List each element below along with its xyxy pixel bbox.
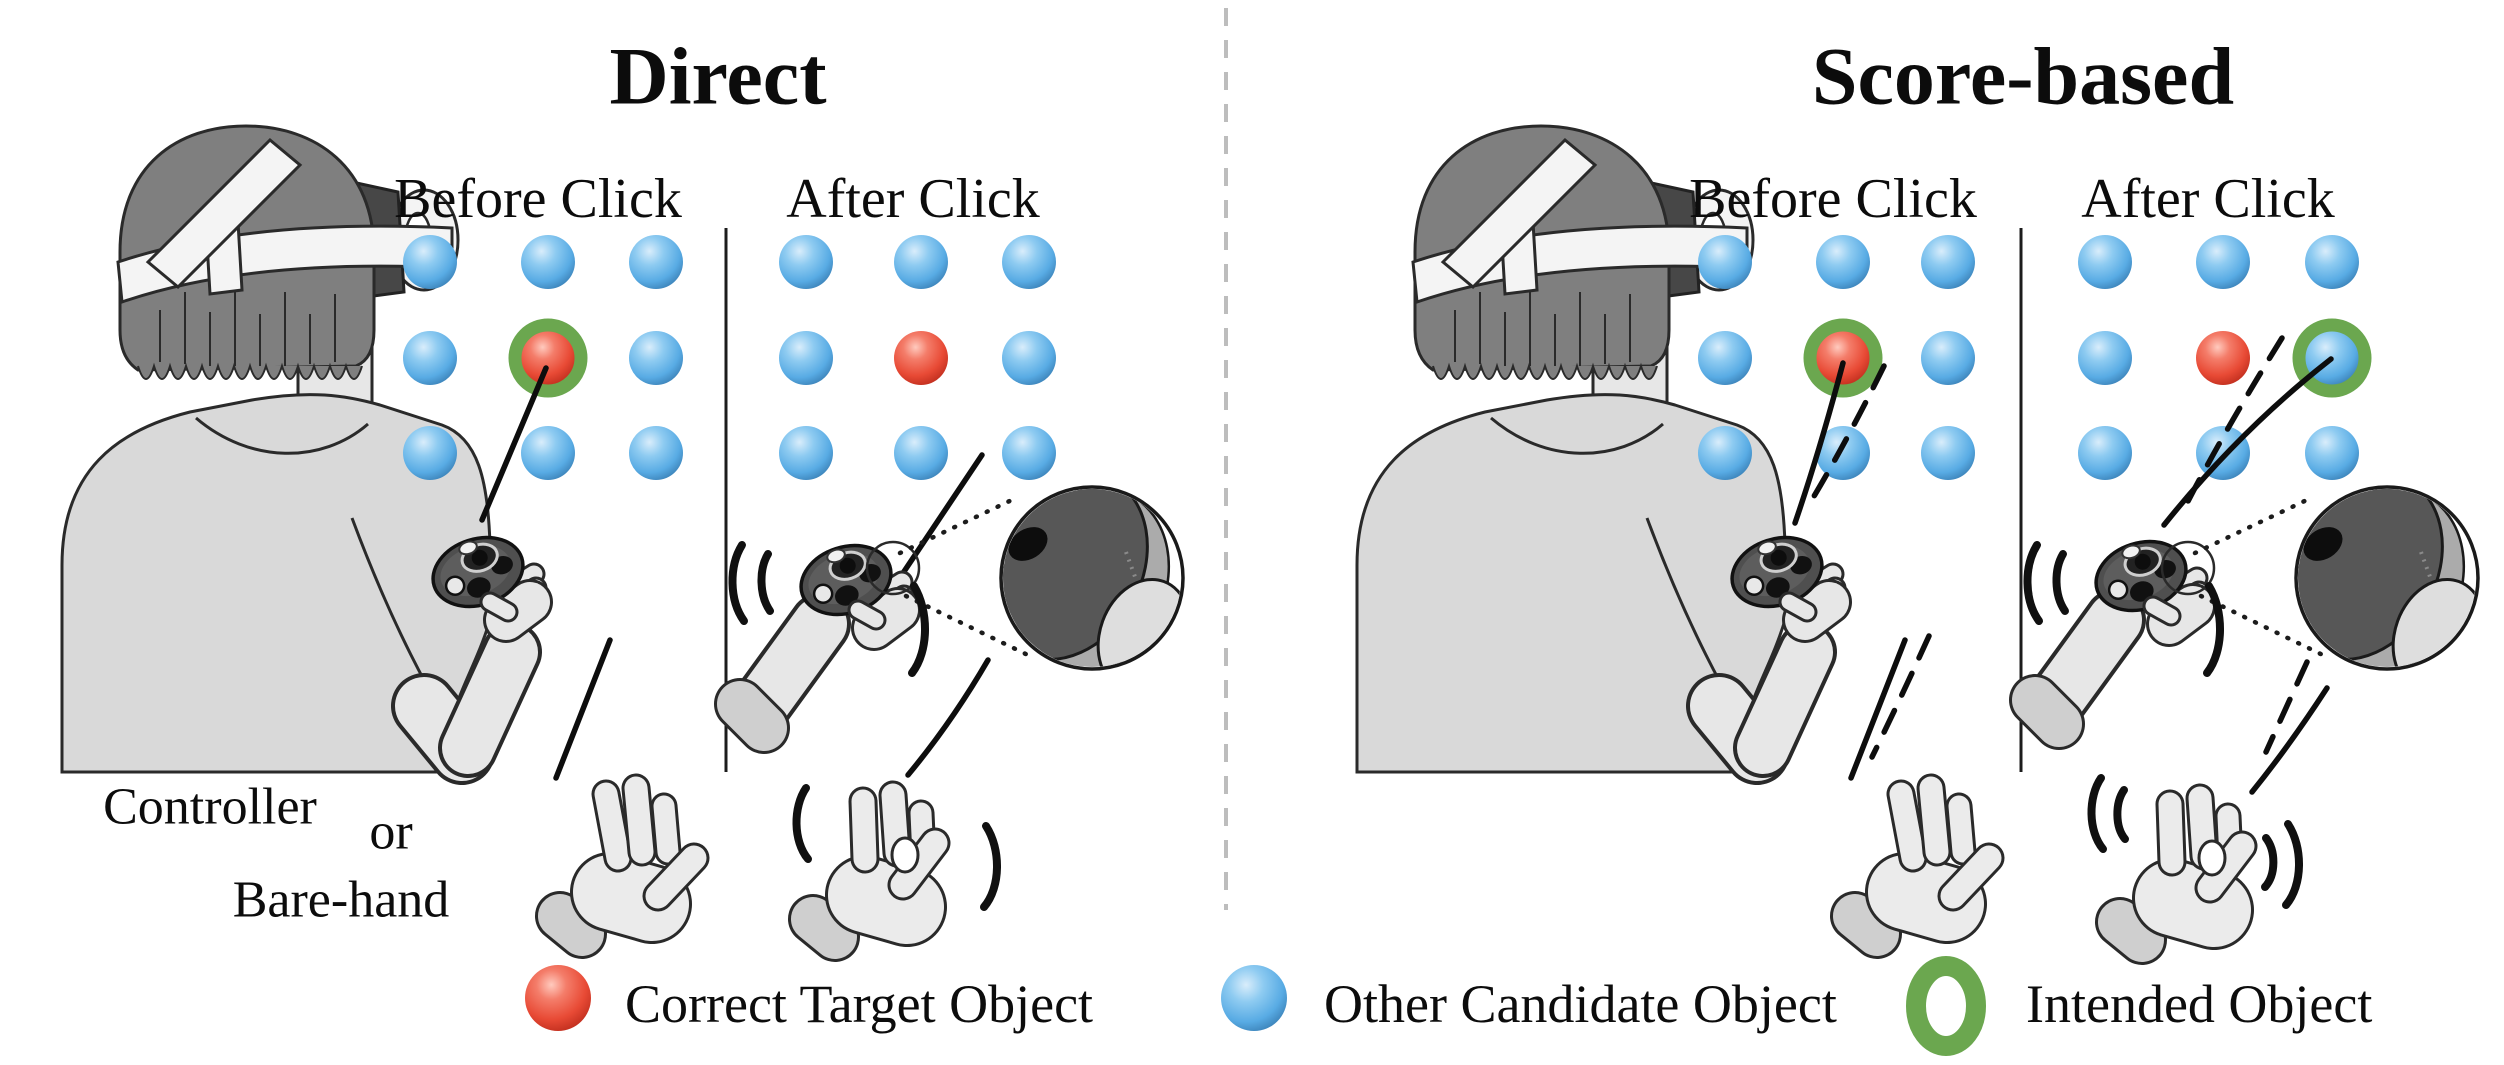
target-sphere: [2196, 331, 2250, 385]
label-or: or: [369, 804, 412, 861]
candidate-sphere: [521, 235, 575, 289]
legend: Correct Target Object Other Candidate Ob…: [525, 956, 2372, 1056]
magnifier-connector: [2192, 495, 2314, 556]
candidate-sphere: [2078, 235, 2132, 289]
intended-object-ring: [1803, 318, 1883, 398]
blue-sphere-icon: [1221, 965, 1287, 1031]
hand-direct-before: [560, 788, 694, 934]
legend-label-intended-object: Intended Object: [2026, 974, 2372, 1034]
panel-header-score-before: Before Click: [1689, 168, 1977, 230]
candidate-sphere: [629, 331, 683, 385]
hand-ray-score-before: [1848, 637, 1908, 781]
candidate-sphere: [1698, 426, 1752, 480]
legend-label-correct-target: Correct Target Object: [625, 974, 1093, 1034]
section-title-score-based: Score-based: [1812, 31, 2234, 122]
candidate-sphere: [779, 235, 833, 289]
label-controller: Controller: [103, 779, 317, 836]
hand-score-after: [2120, 798, 2242, 940]
candidate-sphere: [1921, 235, 1975, 289]
candidate-sphere: [2305, 235, 2359, 289]
candidate-sphere: [629, 235, 683, 289]
candidate-sphere: [629, 426, 683, 480]
object-grids: [403, 235, 2372, 480]
magnifier-connector: [897, 495, 1019, 556]
ray-direct-after: [890, 452, 985, 591]
magnifier-connector: [2198, 593, 2332, 661]
candidate-sphere: [2305, 426, 2359, 480]
candidate-sphere: [779, 331, 833, 385]
legend-label-other-candidate: Other Candidate Object: [1324, 974, 1837, 1034]
candidate-sphere: [2196, 235, 2250, 289]
candidate-sphere: [779, 426, 833, 480]
candidate-sphere: [403, 235, 457, 289]
candidate-sphere: [1002, 426, 1056, 480]
hand-direct-after: [813, 795, 935, 937]
ray-score-before-corrected: [1792, 360, 1846, 526]
ray-score-before-raw: [1804, 363, 1887, 511]
hand-ray-score-after-raw: [2263, 659, 2310, 755]
hand-ray-direct-before: [553, 637, 613, 781]
vibration-arcs-direct-after: [728, 541, 1001, 911]
candidate-sphere: [1002, 235, 1056, 289]
magnifier-score: [2248, 444, 2500, 710]
candidate-sphere: [403, 426, 457, 480]
candidate-sphere: [1698, 235, 1752, 289]
red-sphere-icon: [525, 965, 591, 1031]
candidate-sphere: [894, 426, 948, 480]
candidate-sphere: [1002, 331, 1056, 385]
candidate-sphere: [403, 331, 457, 385]
hand-ray-score-after: [2249, 685, 2330, 795]
magnifier-connector: [903, 593, 1037, 661]
intended-object-ring: [2292, 318, 2372, 398]
ray-score-after-raw: [2183, 335, 2285, 508]
candidate-sphere: [894, 235, 948, 289]
magnifier-source-circle: [865, 540, 921, 596]
magnifier-direct: [953, 444, 1205, 710]
candidate-sphere: [2078, 426, 2132, 480]
ray-score-after-corrected: [2161, 356, 2334, 528]
candidate-sphere: [1921, 426, 1975, 480]
panel-header-score-after: After Click: [2081, 168, 2334, 230]
panel-header-direct-after: After Click: [786, 168, 1039, 230]
vibration-arcs-score-after: [2023, 541, 2303, 909]
hand-ray-score-before-raw: [1869, 633, 1932, 760]
candidate-sphere: [1921, 331, 1975, 385]
target-sphere: [521, 331, 575, 385]
magnifier-source-circle: [2160, 540, 2216, 596]
intended-object-ring: [508, 318, 588, 398]
candidate-sphere: [1816, 426, 1870, 480]
green-ring-icon: [1906, 956, 1986, 1056]
ray-direct-before: [479, 365, 549, 523]
label-bare-hand: Bare-hand: [233, 872, 450, 929]
candidate-sphere: [521, 426, 575, 480]
panel-header-direct-before: Before Click: [394, 168, 682, 230]
section-title-direct: Direct: [609, 31, 826, 122]
target-sphere: [894, 331, 948, 385]
target-sphere: [1816, 331, 1870, 385]
hand-ray-direct-after: [905, 657, 991, 778]
hand-score-before: [1855, 788, 1989, 934]
candidate-sphere: [2078, 331, 2132, 385]
candidate-sphere: [1816, 235, 1870, 289]
candidate-sphere: [1698, 331, 1752, 385]
